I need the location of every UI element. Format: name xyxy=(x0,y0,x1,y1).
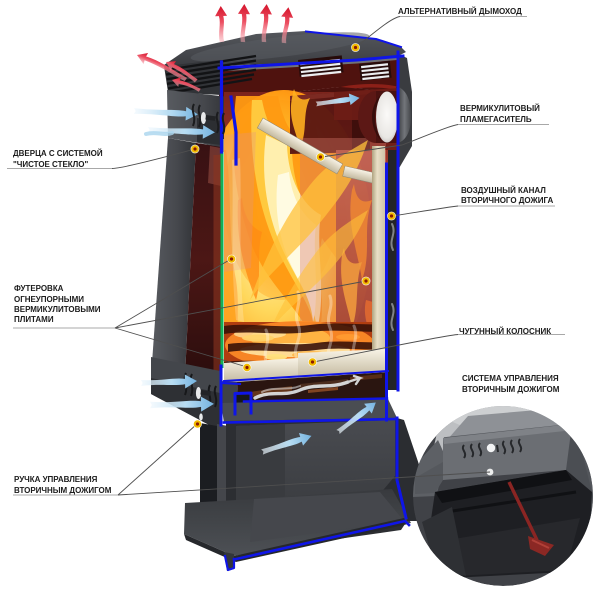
svg-text:ПЛАМЕГАСИТЕЛЬ: ПЛАМЕГАСИТЕЛЬ xyxy=(460,115,532,124)
svg-text:ВТОРИЧНЫМ ДОЖИГОМ: ВТОРИЧНЫМ ДОЖИГОМ xyxy=(462,385,560,394)
svg-text:ОГНЕУПОРНЫМИ: ОГНЕУПОРНЫМИ xyxy=(14,295,84,304)
svg-text:ВЕРМИКУЛИТОВЫЙ: ВЕРМИКУЛИТОВЫЙ xyxy=(460,104,540,113)
svg-text:ВОЗДУШНЫЙ КАНАЛ: ВОЗДУШНЫЙ КАНАЛ xyxy=(461,186,546,195)
svg-text:ВТОРИЧНЫМ ДОЖИГОМ: ВТОРИЧНЫМ ДОЖИГОМ xyxy=(14,486,112,495)
svg-text:"ЧИСТОЕ СТЕКЛО": "ЧИСТОЕ СТЕКЛО" xyxy=(13,160,88,169)
svg-text:ФУТЕРОВКА: ФУТЕРОВКА xyxy=(14,284,64,293)
svg-text:ПЛИТАМИ: ПЛИТАМИ xyxy=(14,315,54,324)
svg-text:СИСТЕМА УПРАВЛЕНИЯ: СИСТЕМА УПРАВЛЕНИЯ xyxy=(462,374,559,383)
svg-text:ВЕРМИКУЛИТОВЫМИ: ВЕРМИКУЛИТОВЫМИ xyxy=(14,305,101,314)
svg-text:ДВЕРЦА С СИСТЕМОЙ: ДВЕРЦА С СИСТЕМОЙ xyxy=(13,149,103,158)
svg-text:РУЧКА УПРАВЛЕНИЯ: РУЧКА УПРАВЛЕНИЯ xyxy=(14,475,98,484)
svg-text:АЛЬТЕРНАТИВНЫЙ ДЫМОХОД: АЛЬТЕРНАТИВНЫЙ ДЫМОХОД xyxy=(398,7,522,16)
svg-text:ВТОРИЧНОГО ДОЖИГА: ВТОРИЧНОГО ДОЖИГА xyxy=(461,196,553,205)
svg-text:ЧУГУННЫЙ КОЛОСНИК: ЧУГУННЫЙ КОЛОСНИК xyxy=(459,327,551,336)
